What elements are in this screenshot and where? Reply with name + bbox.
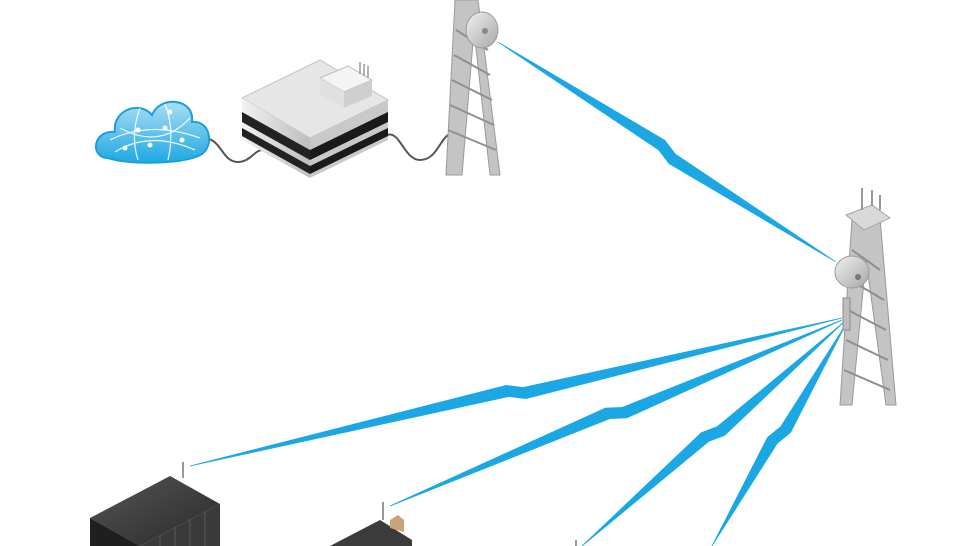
office-building-icon xyxy=(90,462,220,546)
data-center-icon xyxy=(240,59,390,178)
wireless-link-office-building xyxy=(189,317,843,467)
wireless-link-client-4 xyxy=(711,323,847,546)
wired-links xyxy=(204,133,449,164)
internet-cloud-icon xyxy=(94,100,211,164)
wireless-link-distribution-tower xyxy=(497,41,837,263)
cable-datacenter-to-tower xyxy=(386,133,449,162)
wireless-link-client-3 xyxy=(581,321,845,546)
chimney-icon xyxy=(390,515,404,532)
house-icon xyxy=(330,502,412,546)
backhaul-dish-icon xyxy=(465,11,499,49)
wireless-link-house xyxy=(389,319,843,507)
distribution-dish-icon xyxy=(834,255,870,289)
cable-cloud-to-datacenter xyxy=(204,137,263,164)
wireless-links xyxy=(189,41,847,546)
distribution-tower-icon xyxy=(834,188,897,406)
backhaul-tower-icon xyxy=(445,0,501,176)
sector-antenna-icon xyxy=(842,297,851,331)
